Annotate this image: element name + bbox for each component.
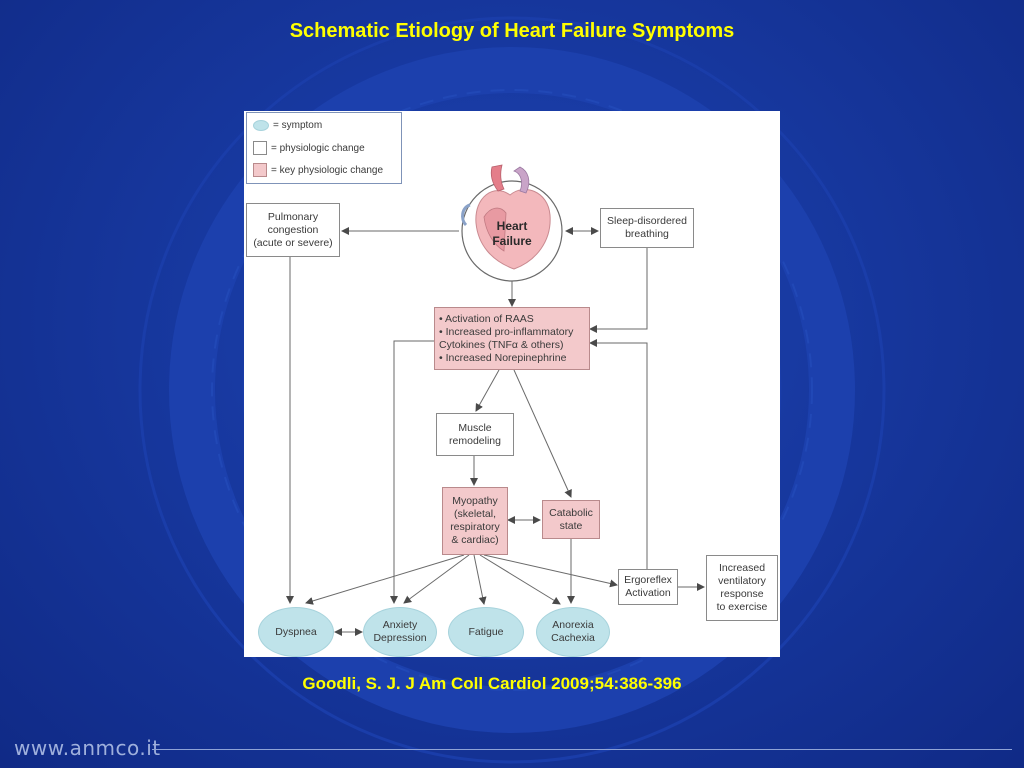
legend-symptom-label: = symptom xyxy=(273,120,323,131)
citation: Goodli, S. J. J Am Coll Cardiol 2009;54:… xyxy=(302,674,682,693)
legend: = symptom = physiologic change = key phy… xyxy=(246,112,402,184)
legend-row-symptom: = symptom xyxy=(253,120,322,131)
node-ergoreflex-activation: Ergoreflex Activation xyxy=(618,569,678,605)
etiology-figure: Heart Failure = symptom = physiologic ch… xyxy=(244,111,780,657)
connector-arrows xyxy=(286,164,705,636)
node-catabolic-state: Catabolic state xyxy=(542,500,600,539)
legend-row-key: = key physiologic change xyxy=(253,163,383,177)
symptom-swatch xyxy=(253,120,269,131)
node-myopathy: Myopathy (skeletal, respiratory & cardia… xyxy=(442,487,508,555)
footer-divider xyxy=(152,749,1012,750)
node-sleep-disordered-breathing: Sleep-disordered breathing xyxy=(600,208,694,248)
node-raas-activation: • Activation of RAAS • Increased pro-inf… xyxy=(434,307,590,370)
node-pulmonary-congestion: Pulmonary congestion (acute or severe) xyxy=(246,203,340,257)
key-physiologic-swatch xyxy=(253,163,267,177)
legend-key-label: = key physiologic change xyxy=(271,164,384,176)
footer-url: www.anmco.it xyxy=(14,736,161,760)
slide-title: Schematic Etiology of Heart Failure Symp… xyxy=(289,20,735,42)
symptom-anxiety-depression: Anxiety Depression xyxy=(363,607,437,657)
physiologic-swatch xyxy=(253,141,267,155)
node-ventilatory-response: Increased ventilatory response to exerci… xyxy=(706,555,778,621)
symptom-dyspnea: Dyspnea xyxy=(258,607,334,657)
legend-row-physiologic: = physiologic change xyxy=(253,141,365,155)
symptom-anorexia-cachexia: Anorexia Cachexia xyxy=(536,607,610,657)
heart-icon xyxy=(461,164,563,282)
symptom-fatigue: Fatigue xyxy=(448,607,524,657)
legend-physiologic-label: = physiologic change xyxy=(271,142,365,154)
heart-failure-label: Heart Failure xyxy=(492,219,532,248)
node-muscle-remodeling: Muscle remodeling xyxy=(436,413,514,456)
